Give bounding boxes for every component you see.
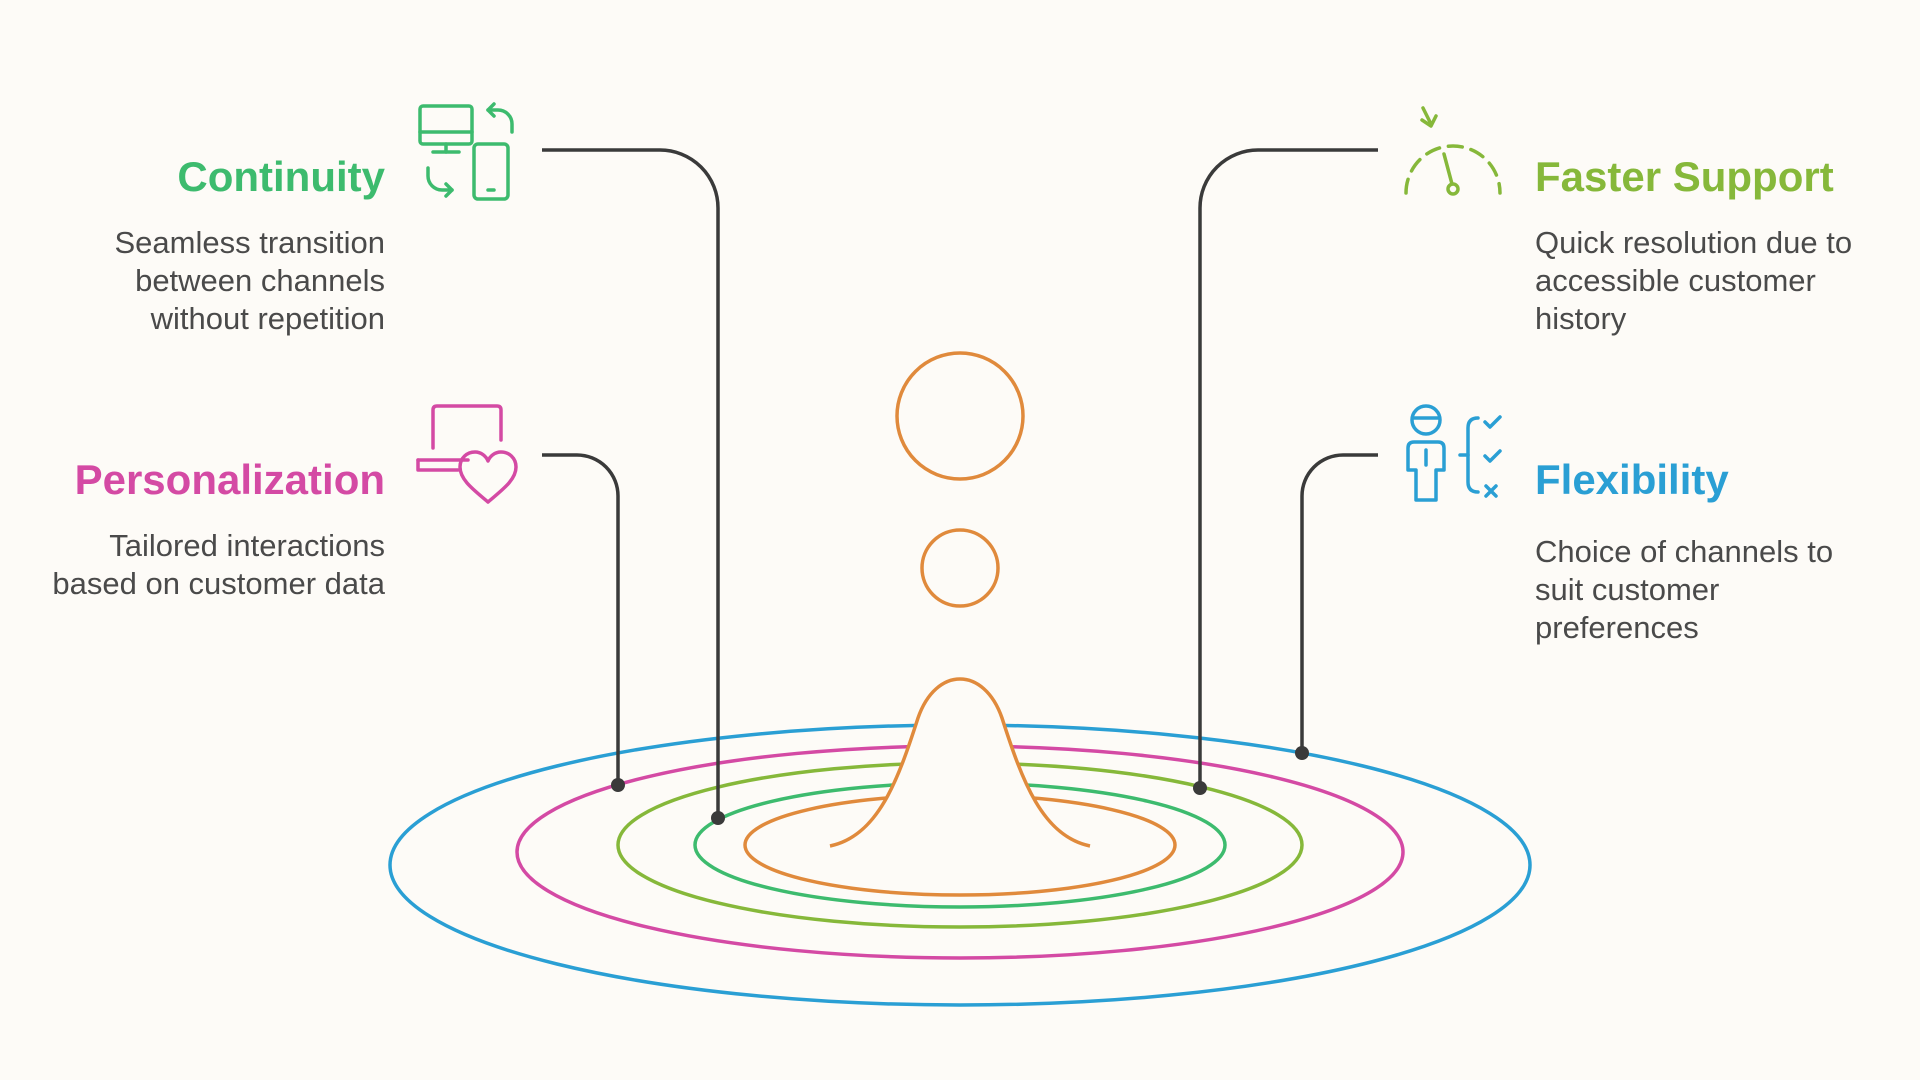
person-checklist-icon <box>1406 404 1502 502</box>
continuity-block: Continuity Seamless transition between c… <box>0 152 385 338</box>
flexibility-title: Flexibility <box>1535 456 1729 503</box>
devices-sync-icon <box>418 102 514 201</box>
water-drop-ripple-icon <box>829 351 1091 848</box>
laptop-heart-icon <box>416 404 518 504</box>
connectors <box>542 148 1378 818</box>
drop-peak <box>829 677 1091 848</box>
drop-small <box>920 528 1000 608</box>
faster-support-block: Faster Support Quick resolution due to a… <box>1535 152 1920 338</box>
personalization-title: Personalization <box>74 456 385 503</box>
flexibility-description: Choice of channels to suit customer pref… <box>1535 534 1834 645</box>
connector-faster-support <box>1198 148 1378 788</box>
connector-dots <box>611 746 1309 825</box>
flexibility-block: Flexibility Choice of channels to suit c… <box>1535 455 1920 647</box>
faster-support-title: Faster Support <box>1535 153 1834 200</box>
speedometer-icon <box>1404 106 1502 196</box>
connector-personalization <box>542 453 620 785</box>
connector-dot-flexibility <box>1295 746 1309 760</box>
continuity-description: Seamless transition between channels wit… <box>114 225 385 336</box>
connector-dot-personalization <box>611 778 625 792</box>
personalization-block: Personalization Tailored interactions ba… <box>0 455 385 603</box>
connector-dot-faster-support <box>1193 781 1207 795</box>
connector-continuity <box>542 148 720 818</box>
connector-flexibility <box>1300 453 1378 753</box>
faster-support-description: Quick resolution due to accessible custo… <box>1535 225 1853 336</box>
continuity-title: Continuity <box>177 153 385 200</box>
connector-dot-continuity <box>711 811 725 825</box>
drop-large <box>895 351 1025 481</box>
personalization-description: Tailored interactions based on customer … <box>52 528 385 601</box>
